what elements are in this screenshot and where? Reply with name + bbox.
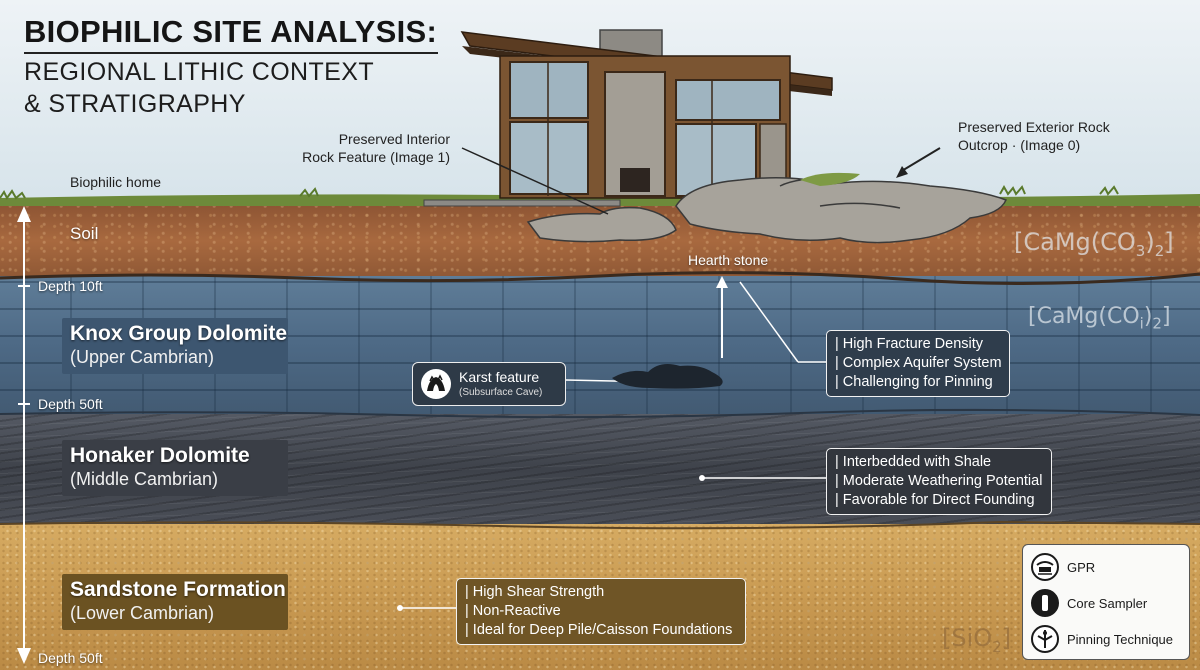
karst-cave xyxy=(612,364,723,389)
depth-axis-bottom-arrow xyxy=(17,648,31,664)
title-subline-1: REGIONAL LITHIC CONTEXT xyxy=(24,58,374,86)
knox-fact: | Complex Aquifer System xyxy=(835,355,1002,371)
knox-fact: | Challenging for Pinning xyxy=(835,374,993,390)
sandstone-fact: | Non-Reactive xyxy=(465,603,561,619)
gpr-icon xyxy=(1031,553,1059,581)
grass-tufts xyxy=(0,184,1119,200)
knox-age: (Upper Cambrian) xyxy=(70,347,215,367)
knox-formula: [CaMg(COi)2] xyxy=(1028,304,1171,333)
exterior-callout-line2: Outcrop · (Image 0) xyxy=(958,137,1081,153)
legend-label: Core Sampler xyxy=(1067,596,1148,611)
knox-facts-box: | High Fracture Density | Complex Aquife… xyxy=(826,330,1010,397)
knox-boundary xyxy=(0,408,1200,419)
interior-callout-line2: Rock Feature (Image 1) xyxy=(302,149,450,165)
exterior-rock-callout: Preserved Exterior Rock Outcrop · (Image… xyxy=(958,118,1158,154)
exterior-arrowhead xyxy=(896,166,908,178)
sandstone-facts-box: | High Shear Strength | Non-Reactive | I… xyxy=(456,578,746,645)
honaker-fact: | Favorable for Direct Founding xyxy=(835,492,1035,508)
cave-icon xyxy=(421,369,451,399)
home-label: Biophilic home xyxy=(70,174,162,190)
exterior-callout-line1: Preserved Exterior Rock xyxy=(958,119,1110,135)
legend: GPR Core Sampler Pinning Technique xyxy=(1022,544,1190,660)
sandstone-formation-label: Sandstone Formation (Lower Cambrian) xyxy=(62,574,288,630)
karst-title: Karst feature xyxy=(459,369,540,385)
soil-label: Soil xyxy=(70,224,99,243)
sandstone-fact: | High Shear Strength xyxy=(465,584,605,600)
rock-outcrop xyxy=(526,172,1007,244)
honaker-fact: | Interbedded with Shale xyxy=(835,454,992,470)
karst-subtitle: (Subsurface Cave) xyxy=(459,387,543,398)
sandstone-fact: | Ideal for Deep Pile/Caisson Foundation… xyxy=(465,622,733,638)
exterior-leader xyxy=(899,147,941,173)
karst-feature-callout: Karst feature (Subsurface Cave) xyxy=(412,362,566,406)
legend-label: GPR xyxy=(1067,560,1096,575)
soil-formula: [CaMg(CO3)2] xyxy=(1014,228,1174,260)
knox-name: Knox Group Dolomite xyxy=(70,322,287,345)
hearth-stone-label: Hearth stone xyxy=(688,252,769,268)
depth-axis-top-arrow xyxy=(17,206,31,222)
knox-fact: | High Fracture Density xyxy=(835,336,984,352)
soil-boundary xyxy=(0,271,1200,285)
core-sampler-icon xyxy=(1031,589,1059,617)
depth-label-50ft: Depth 50ft xyxy=(38,396,103,412)
honaker-name: Honaker Dolomite xyxy=(70,444,250,467)
interior-rock-callout: Preserved Interior Rock Feature (Image 1… xyxy=(280,130,450,166)
knox-formation-label: Knox Group Dolomite (Upper Cambrian) xyxy=(62,318,288,374)
title-subline-2: & STRATIGRAPHY xyxy=(24,90,246,118)
sandstone-formula: [SiO2] xyxy=(942,624,1012,656)
sandstone-age: (Lower Cambrian) xyxy=(70,603,215,623)
sandstone-dot xyxy=(397,605,403,611)
honaker-fact: | Moderate Weathering Potential xyxy=(835,473,1043,489)
house-illustration xyxy=(423,29,833,207)
hearth-arrowhead xyxy=(716,276,728,288)
honaker-formation-label: Honaker Dolomite (Middle Cambrian) xyxy=(62,440,288,496)
honaker-facts-box: | Interbedded with Shale | Moderate Weat… xyxy=(826,448,1052,515)
honaker-dot xyxy=(699,475,705,481)
honaker-boundary xyxy=(0,520,1200,530)
honaker-age: (Middle Cambrian) xyxy=(70,469,219,489)
legend-item-pinning: Pinning Technique xyxy=(1031,625,1187,655)
legend-label: Pinning Technique xyxy=(1067,632,1174,647)
sandstone-name: Sandstone Formation xyxy=(70,578,286,601)
interior-leader xyxy=(461,147,609,215)
depth-label-bottom: Depth 50ft xyxy=(38,650,103,666)
pinning-technique-icon xyxy=(1031,625,1059,653)
depth-label-10ft: Depth 10ft xyxy=(38,278,103,294)
interior-callout-line1: Preserved Interior xyxy=(338,131,450,147)
title-underline xyxy=(24,52,438,54)
knox-leader-1 xyxy=(739,281,799,363)
legend-item-gpr: GPR xyxy=(1031,553,1187,583)
page-title: BIOPHILIC SITE ANALYSIS: xyxy=(24,14,438,49)
legend-item-core-sampler: Core Sampler xyxy=(1031,589,1187,619)
